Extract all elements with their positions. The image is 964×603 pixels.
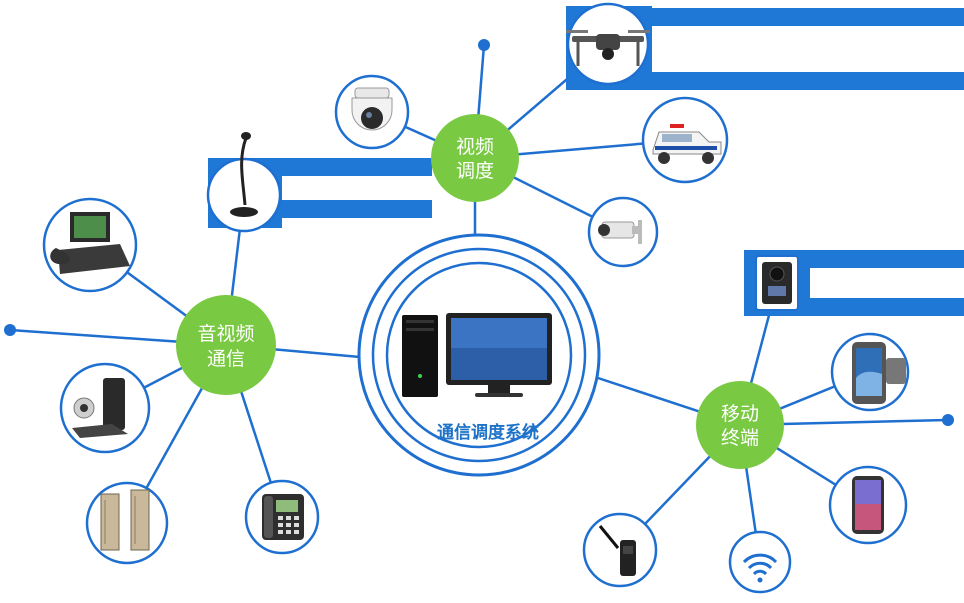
drone-icon [566, 2, 652, 90]
blue-band-right [808, 250, 964, 268]
blue-band-right-2 [808, 298, 964, 316]
hub-av-communication-line1: 音视频 [197, 323, 254, 345]
rugged-phone-icon [830, 332, 910, 412]
body-camera-icon [744, 250, 810, 316]
center-system: 通信调度系统 [357, 233, 601, 477]
hub-mobile-terminal-line2: 终端 [721, 427, 759, 449]
center-label: 通信调度系统 [437, 422, 539, 443]
hub-video-dispatch-line2: 调度 [456, 160, 494, 182]
endpoint-dot [942, 414, 954, 426]
smartphone-icon [828, 465, 908, 545]
hub-mobile-terminal-line1: 移动 [721, 403, 759, 425]
blue-band-top-right [610, 8, 964, 26]
ptz-dome-camera-icon [334, 74, 410, 150]
ip-phone-icon [244, 479, 320, 555]
hub-av-communication-line2: 通信 [207, 348, 245, 370]
blue-band-mic [280, 158, 432, 176]
desktop-computer-icon [402, 313, 552, 397]
server-cabinet-icon [85, 481, 169, 565]
endpoint-dot [478, 39, 490, 51]
video-phone-icon [42, 197, 138, 293]
endpoint-dot [4, 324, 16, 336]
walkie-talkie-icon [582, 512, 658, 588]
police-car-icon [641, 96, 729, 184]
hub-mobile-terminal: 移动 终端 [696, 381, 784, 469]
hub-av-communication: 音视频 通信 [176, 295, 276, 395]
microphone-icon [206, 132, 282, 233]
blue-band-top-right-2 [610, 72, 964, 90]
wifi-icon [728, 530, 792, 594]
hub-video-dispatch-line1: 视频 [456, 136, 494, 158]
blue-band-mic-2 [280, 200, 432, 218]
video-conference-terminal-icon [59, 362, 151, 454]
bullet-camera-icon [587, 196, 659, 268]
hub-video-dispatch: 视频 调度 [431, 114, 519, 202]
